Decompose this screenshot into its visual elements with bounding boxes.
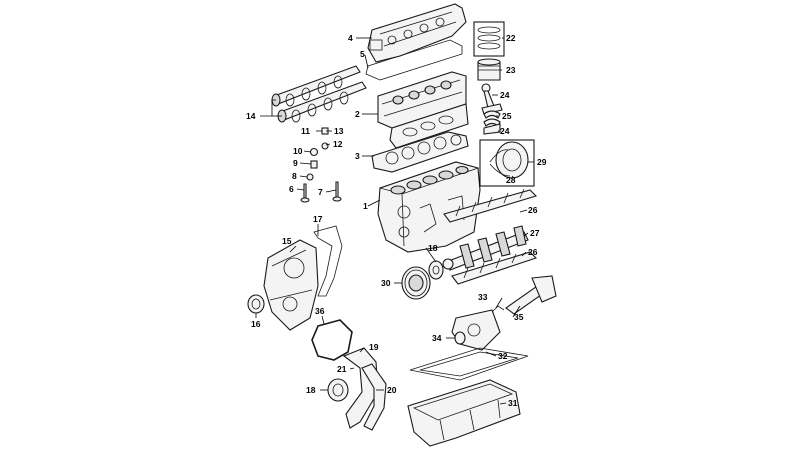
callout-25: 25: [502, 111, 512, 121]
callout-labels: 1 2 3 4 5 6 7 8 9 10 11 12 13 14 15 16 1…: [246, 33, 547, 408]
oil-pump-drive-part: [505, 275, 557, 315]
callout-16: 16: [251, 319, 261, 329]
timing-chain-part: [311, 319, 353, 361]
callout-23: 23: [506, 65, 516, 75]
callout-11: 11: [301, 126, 310, 136]
piston-part: [477, 58, 501, 81]
callout-14: 14: [246, 111, 256, 121]
callout-3: 3: [355, 151, 360, 161]
callout-26-lower: 26: [528, 247, 538, 257]
harmonic-balancer-part: [401, 266, 431, 300]
rear-seal-part: [479, 139, 535, 187]
callout-2: 2: [355, 109, 360, 119]
callout-1: 1: [363, 201, 368, 211]
callout-35: 35: [514, 312, 524, 322]
callout-9: 9: [293, 158, 298, 168]
callout-8: 8: [292, 171, 297, 181]
timing-cover-gasket-part: [313, 225, 343, 297]
callout-20: 20: [387, 385, 397, 395]
cylinder-head-part: [377, 71, 469, 149]
callout-10: 10: [293, 146, 303, 156]
timing-cover-part: [263, 239, 319, 331]
callout-18-upper: 18: [428, 243, 438, 253]
callout-19: 19: [369, 342, 379, 352]
valve-cover-gasket-part: [365, 39, 463, 81]
crankshaft-part: [442, 225, 529, 271]
callout-32: 32: [498, 351, 508, 361]
callout-15: 15: [282, 236, 292, 246]
front-crank-sprocket-part: [327, 378, 349, 402]
engine-block-part: [377, 161, 481, 253]
callout-18-lower: 18: [306, 385, 316, 395]
callout-29: 29: [537, 157, 547, 167]
callout-28: 28: [506, 175, 516, 185]
main-bearings-lower-part: [451, 251, 538, 285]
oil-pan-gasket-inner: [419, 351, 519, 377]
callout-36: 36: [315, 306, 325, 316]
callout-22: 22: [506, 33, 516, 43]
callout-34: 34: [432, 333, 442, 343]
callout-33: 33: [478, 292, 488, 302]
leader-lines: [255, 37, 534, 405]
rod-bearings-part: [483, 110, 501, 135]
callout-7: 7: [318, 187, 323, 197]
oil-pan-gasket-part: [409, 347, 529, 381]
valve-cover-part: [367, 3, 467, 63]
callout-31: 31: [508, 398, 518, 408]
callout-17: 17: [313, 214, 323, 224]
chain-guides-part: [342, 347, 387, 431]
callout-21: 21: [337, 364, 347, 374]
head-gasket-part: [371, 131, 469, 173]
callout-26-upper: 26: [528, 205, 538, 215]
callout-5: 5: [360, 49, 365, 59]
camshafts-part: [271, 65, 367, 123]
callout-24-lower: 24: [500, 126, 510, 136]
front-seal-part: [247, 294, 265, 314]
piston-rings-part: [473, 21, 505, 57]
callout-30: 30: [381, 278, 391, 288]
oil-pump-sprocket-part: [454, 331, 466, 345]
callout-6: 6: [289, 184, 294, 194]
crank-sprocket-part: [428, 260, 444, 280]
connecting-rod-part: [481, 83, 503, 115]
callout-12: 12: [333, 139, 343, 149]
callout-27: 27: [530, 228, 540, 238]
callout-24-upper: 24: [500, 90, 510, 100]
main-bearings-upper-part: [443, 188, 538, 223]
callout-4: 4: [348, 33, 353, 43]
oil-pan-part: [407, 379, 521, 447]
callout-13: 13: [334, 126, 344, 136]
